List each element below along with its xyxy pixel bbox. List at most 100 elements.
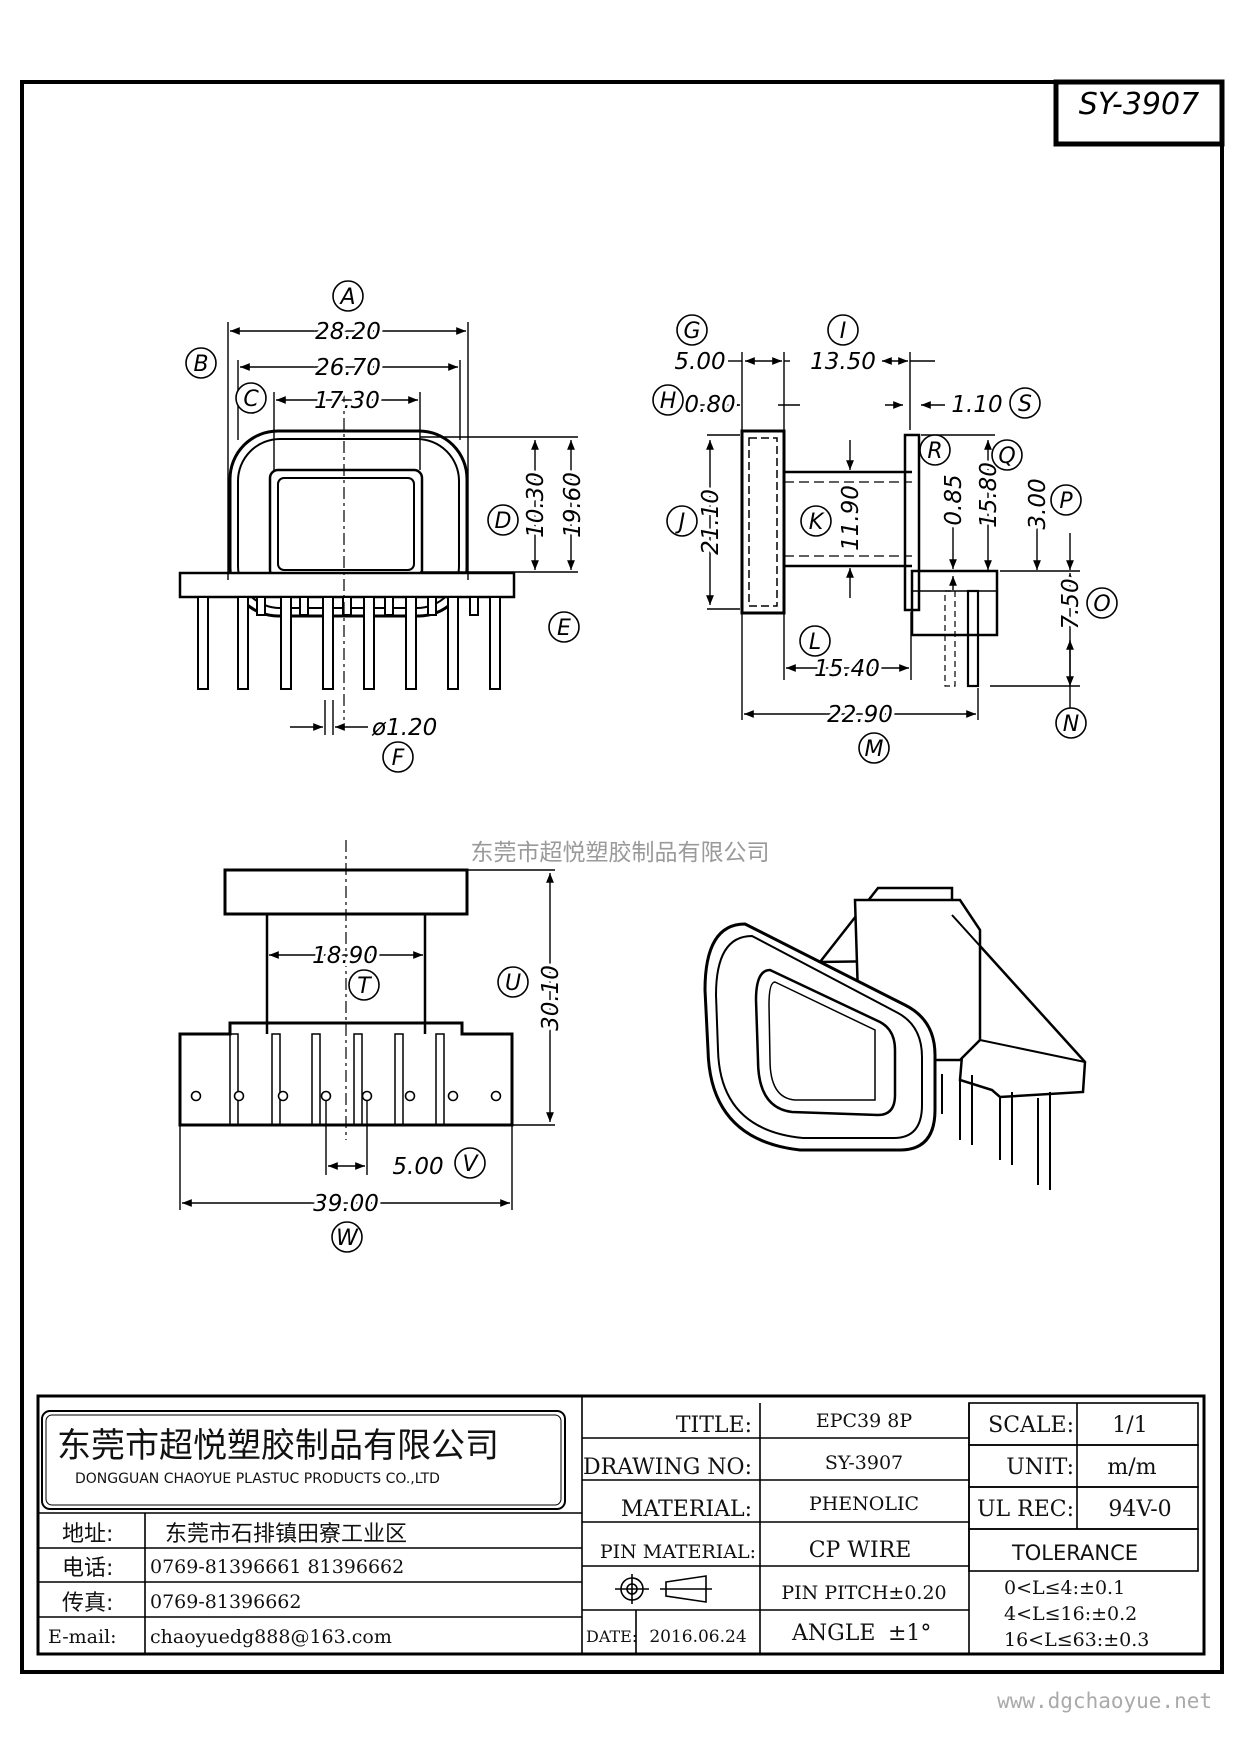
reference-letter-a: A bbox=[332, 280, 364, 312]
reference-letter-c: C bbox=[235, 382, 267, 414]
reference-letter-e: E bbox=[548, 611, 580, 643]
pin-hole bbox=[320, 1090, 332, 1102]
front-pin bbox=[197, 596, 209, 690]
reference-letter-text-h: H bbox=[660, 389, 677, 414]
website-url: www.dgchaoyue.net bbox=[997, 1689, 1212, 1713]
front-pin bbox=[237, 596, 249, 690]
email-value: chaoyuedg888@163.com bbox=[150, 1626, 392, 1648]
front-pins bbox=[197, 596, 501, 690]
pin-hole bbox=[277, 1090, 289, 1102]
title-value: EPC39 8P bbox=[816, 1410, 912, 1432]
reference-letter-text-t: T bbox=[357, 974, 372, 999]
drawing-code-box: SY-3907 bbox=[1053, 79, 1225, 147]
bottom-view bbox=[178, 840, 514, 1140]
dim-value-B: 26.70 bbox=[315, 355, 381, 381]
reference-letter-t: T bbox=[348, 969, 380, 1001]
scale-label: SCALE: bbox=[988, 1413, 1074, 1438]
reference-letter-text-o: O bbox=[1093, 592, 1110, 617]
reference-letter-text-m: M bbox=[865, 737, 884, 762]
front-pin-stub bbox=[427, 596, 437, 616]
dim-value-S: 1.10 bbox=[951, 392, 1002, 418]
reference-letter-l: L bbox=[799, 625, 831, 657]
front-pin bbox=[363, 596, 375, 690]
bottom-pin-holes bbox=[190, 1033, 502, 1126]
side-view bbox=[740, 429, 999, 688]
reference-letter-text-n: N bbox=[1063, 712, 1079, 737]
front-pin-stub bbox=[256, 596, 266, 616]
reference-letter-text-b: B bbox=[193, 352, 208, 377]
reference-letter-f: F bbox=[382, 741, 414, 773]
reference-letter-u: U bbox=[497, 966, 529, 998]
unit-value: m/m bbox=[1107, 1455, 1156, 1480]
reference-letters: A B C D E F G H I J K L M N O P Q R S T U V W bbox=[185, 280, 1118, 1253]
reference-letter-text-f: F bbox=[392, 746, 405, 771]
reference-letter-g: G bbox=[676, 314, 708, 346]
drawing-border bbox=[20, 80, 1224, 1674]
reference-letter-w: W bbox=[331, 1221, 363, 1253]
dim-value-F: ø1.20 bbox=[371, 715, 437, 741]
date-label: DATE: bbox=[586, 1627, 637, 1646]
reference-letter-text-l: L bbox=[809, 630, 821, 655]
fax-value: 0769-81396662 bbox=[150, 1591, 301, 1613]
reference-letter-j: J bbox=[666, 505, 698, 537]
pin-material-value: CP WIRE bbox=[809, 1538, 912, 1563]
reference-letter-text-d: D bbox=[495, 509, 512, 534]
reference-letter-i: I bbox=[827, 314, 859, 346]
reference-letter-text-k: K bbox=[809, 510, 825, 535]
reference-letter-text-j: J bbox=[675, 510, 686, 535]
front-pin bbox=[280, 596, 292, 690]
reference-letter-d: D bbox=[487, 504, 519, 536]
front-pin bbox=[405, 596, 417, 690]
reference-letter-text-w: W bbox=[336, 1226, 359, 1251]
dim-value-E: 19.60 bbox=[560, 472, 586, 538]
projection-symbol bbox=[615, 1574, 712, 1604]
angle-value: ±1° bbox=[888, 1621, 931, 1646]
title-label: TITLE: bbox=[676, 1413, 752, 1438]
pin-hole bbox=[190, 1090, 202, 1102]
ul-rec-value: 94V-0 bbox=[1108, 1497, 1171, 1522]
material-value: PHENOLIC bbox=[809, 1493, 919, 1515]
pin-hole bbox=[361, 1090, 373, 1102]
unit-label: UNIT: bbox=[1006, 1455, 1074, 1480]
reference-letter-n: N bbox=[1055, 707, 1087, 739]
reference-letter-text-v: V bbox=[462, 1152, 479, 1177]
tolerance-line-3: 16<L≤63:±0.3 bbox=[1004, 1629, 1149, 1651]
reference-letter-h: H bbox=[652, 384, 684, 416]
reference-letter-k: K bbox=[800, 505, 832, 537]
dim-value-C: 17.30 bbox=[314, 388, 380, 414]
date-value: 2016.06.24 bbox=[649, 1627, 746, 1647]
dim-value-T: 18.90 bbox=[312, 943, 378, 969]
dimension-lines bbox=[179, 322, 1080, 1210]
tolerance-title: TOLERANCE bbox=[1011, 1541, 1138, 1565]
front-pin bbox=[447, 596, 459, 690]
dim-value-J: 21.10 bbox=[698, 489, 724, 555]
front-pin-stub bbox=[299, 596, 309, 616]
drawing-no-label: DRAWING NO: bbox=[583, 1455, 752, 1480]
reference-letter-o: O bbox=[1086, 587, 1118, 619]
reference-letter-p: P bbox=[1050, 484, 1082, 516]
phone-label: 电话: bbox=[62, 1556, 113, 1581]
front-pin-stub bbox=[384, 596, 394, 616]
front-pin bbox=[489, 596, 501, 690]
reference-letter-text-c: C bbox=[243, 387, 259, 412]
watermark-text: 东莞市超悦塑胶制品有限公司 bbox=[471, 840, 770, 866]
scale-value: 1/1 bbox=[1112, 1413, 1147, 1438]
reference-letter-s: S bbox=[1009, 387, 1041, 419]
dim-value-Q: 15.80 bbox=[976, 462, 1002, 528]
pin-hole bbox=[233, 1090, 245, 1102]
reference-letter-text-q: Q bbox=[998, 444, 1015, 469]
bottom-slot bbox=[271, 1033, 281, 1126]
pin-hole bbox=[404, 1090, 416, 1102]
pin-pitch: PIN PITCH±0.20 bbox=[781, 1582, 946, 1604]
dim-value-H: 0.80 bbox=[684, 392, 735, 418]
bottom-slot bbox=[435, 1033, 445, 1126]
dim-value-M: 22.90 bbox=[827, 702, 893, 728]
pin-hole bbox=[490, 1090, 502, 1102]
angle-label: ANGLE bbox=[791, 1621, 875, 1646]
dim-value-I: 13.50 bbox=[810, 349, 876, 375]
tolerance-line-1: 0<L≤4:±0.1 bbox=[1004, 1577, 1125, 1599]
reference-letter-text-r: R bbox=[927, 439, 942, 464]
drawing-no-value: SY-3907 bbox=[825, 1452, 903, 1474]
bottom-slot bbox=[353, 1033, 363, 1126]
bottom-slot bbox=[229, 1033, 239, 1126]
